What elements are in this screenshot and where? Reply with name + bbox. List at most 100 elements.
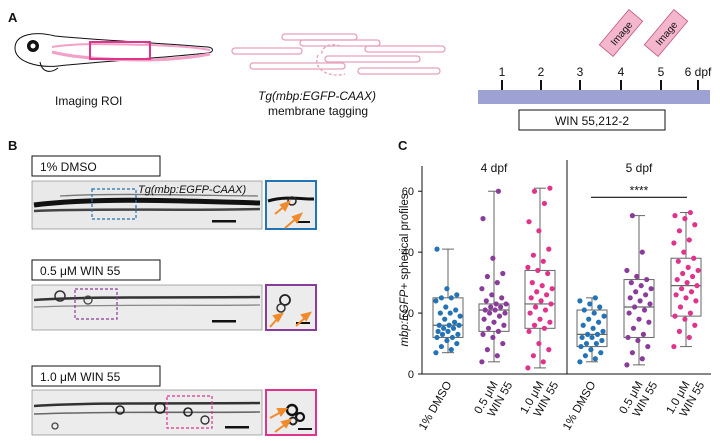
data-point (452, 319, 458, 325)
data-point (585, 331, 591, 337)
data-point (693, 298, 699, 304)
data-point (677, 304, 684, 310)
data-point (528, 295, 534, 301)
data-point (494, 353, 500, 359)
data-point (538, 298, 544, 304)
arrow-icon (269, 408, 293, 433)
x-tick-label: 1% DMSO (417, 379, 455, 432)
data-point (439, 331, 446, 337)
panel-label-a: A (8, 10, 18, 25)
data-point (592, 295, 598, 301)
data-point (591, 310, 597, 316)
data-point (546, 246, 552, 252)
data-point (624, 267, 630, 274)
data-point (453, 307, 459, 313)
x-tick-label-line: 1% DMSO (417, 379, 455, 432)
timeline-day-3: 3 (577, 65, 584, 79)
timeline-day-5: 5 (658, 65, 665, 79)
data-point (493, 301, 499, 307)
data-point (583, 340, 590, 347)
data-point (673, 292, 679, 298)
data-point (680, 270, 686, 277)
data-point (536, 340, 542, 347)
data-point (531, 188, 538, 194)
timeline-ticks (501, 80, 699, 90)
data-point (449, 334, 455, 341)
data-point (442, 316, 448, 322)
data-point (580, 322, 586, 328)
x-tick-label-line: 1% DMSO (561, 379, 599, 432)
data-point (634, 273, 640, 280)
data-point (531, 322, 538, 328)
data-point (672, 313, 678, 319)
x-tick-label: 1.0 μMWIN 55 (665, 373, 708, 422)
data-point (448, 347, 454, 353)
data-point (483, 298, 489, 304)
data-point (626, 310, 632, 316)
data-point (679, 286, 685, 292)
data-point (646, 319, 652, 325)
data-point (500, 340, 506, 347)
data-point (587, 301, 593, 307)
data-point (639, 249, 645, 255)
data-point (501, 322, 507, 328)
data-point (648, 286, 654, 292)
roi-caption: Imaging ROI (55, 94, 122, 108)
y-tick-label: 60 (402, 186, 414, 198)
data-point (581, 307, 587, 313)
data-point (629, 350, 636, 356)
data-point (624, 362, 630, 368)
data-point (448, 295, 454, 301)
data-point (632, 304, 638, 310)
timeline-day-2: 2 (538, 65, 545, 79)
data-point (683, 295, 689, 301)
data-point (496, 313, 503, 319)
data-point (434, 246, 440, 252)
data-point (491, 319, 497, 325)
data-point (544, 292, 550, 298)
micrograph-win10 (31, 389, 263, 436)
data-point (601, 313, 607, 319)
membrane-caption: membrane tagging (268, 104, 368, 118)
x-tick-label: 1% DMSO (561, 379, 599, 432)
data-point (530, 353, 537, 359)
data-point (637, 298, 643, 304)
data-point (495, 188, 501, 194)
timeline-day-1: 1 (499, 65, 506, 79)
data-point (530, 252, 537, 258)
data-point (628, 280, 634, 286)
data-point (441, 325, 447, 331)
x-tick-label: 0.5 μMWIN 55 (618, 373, 661, 422)
roi-box (89, 41, 151, 60)
data-point (593, 340, 600, 347)
data-point (625, 334, 631, 341)
inset-win10 (265, 389, 317, 436)
row-label-dmso: 1% DMSO (40, 160, 97, 174)
data-point (592, 356, 598, 362)
data-point (588, 347, 594, 353)
inset-dmso (265, 180, 317, 230)
data-point (647, 301, 653, 307)
data-point (437, 310, 443, 316)
micrograph-overlay-label: Tg(mbp:EGFP-CAAX) (138, 184, 247, 196)
data-point (582, 353, 589, 359)
row-label-win10: 1.0 μM WIN 55 (40, 370, 121, 384)
data-point (438, 343, 444, 350)
data-point (446, 322, 452, 328)
data-point (535, 267, 541, 274)
data-point (489, 292, 495, 298)
data-point (686, 237, 692, 243)
treatment-box (518, 109, 666, 131)
data-point (481, 316, 487, 322)
data-point (682, 316, 688, 322)
data-point (682, 216, 688, 222)
data-point (433, 350, 439, 356)
data-point (533, 304, 539, 310)
data-point (434, 334, 440, 341)
data-point (674, 276, 680, 283)
data-point (537, 316, 543, 322)
data-point (526, 328, 532, 334)
